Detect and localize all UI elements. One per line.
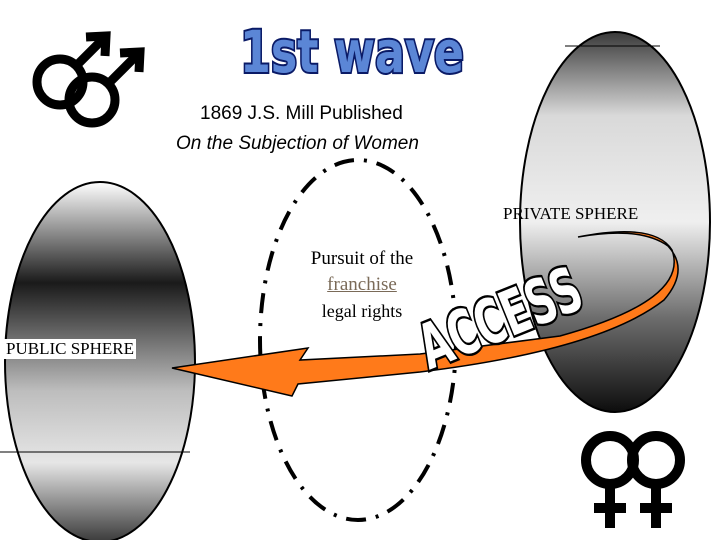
subtitle-line2: On the Subjection of Women (176, 133, 419, 154)
subtitle-line1: 1869 J.S. Mill Published (200, 103, 403, 124)
female-symbols-icon (581, 431, 685, 528)
pursuit-ellipse (258, 158, 458, 522)
private-sphere-label: PRIVATE SPHERE (503, 204, 639, 223)
franchise-link[interactable]: franchise (327, 274, 397, 295)
public-sphere-ellipse (0, 181, 196, 540)
pursuit-line3: legal rights (321, 301, 403, 321)
public-sphere-label: PUBLIC SPHERE (4, 339, 136, 359)
access-arrow (171, 231, 679, 397)
pursuit-line1: Pursuit of the (310, 248, 414, 269)
pursuit-text: Pursuit of the franchise legal rights (282, 246, 442, 324)
private-sphere-ellipse (519, 31, 711, 413)
slide-title: 1st wave (240, 18, 464, 86)
male-symbols-icon (32, 31, 145, 128)
